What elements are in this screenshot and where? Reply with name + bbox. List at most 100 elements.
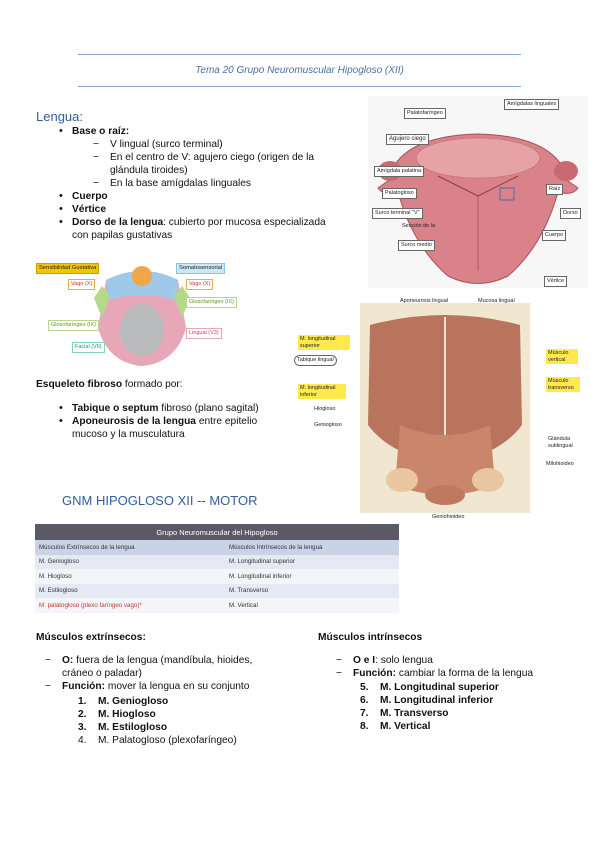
label-surco-terminal: Surco terminal "V"	[372, 208, 423, 219]
label-glosofaringeo-right: Glosofaríngeo (IX)	[186, 297, 237, 308]
table-cell: M. Longitudinal inferior	[224, 569, 399, 584]
base-sub-1: V lingual (surco terminal)	[93, 138, 362, 151]
label-vago-right: Vago (X)	[186, 279, 214, 290]
label-vago-left: Vago (X)	[68, 279, 96, 290]
gnm-title: GNM HIPOGLOSO XII -- MOTOR	[62, 493, 258, 508]
dorso-label: Dorso de la lengua	[72, 217, 164, 228]
lengua-dorso-cont: con papilas gustativas	[72, 230, 173, 241]
esqueleto-heading: Esqueleto fibroso formado por:	[36, 379, 183, 390]
intrinsecos-origen: O e I: solo lengua	[336, 654, 573, 667]
lengua-cuerpo-item: Cuerpo	[59, 190, 362, 203]
label-glandula-sublingual: Glándula sublingual	[548, 436, 573, 449]
label-facial: Facial (VII)	[72, 342, 105, 353]
list-item: 2.M. Hiogloso	[78, 709, 156, 720]
gnm-table: Grupo Neuromuscular del Hipogloso Múscul…	[35, 524, 399, 613]
lengua-dorso-item: Dorso de la lengua: cubierto por mucosa …	[59, 216, 362, 229]
lengua-list: Base o raíz: V lingual (surco terminal) …	[59, 125, 362, 242]
extrinsecos-title: Músculos extrínsecos:	[36, 632, 146, 643]
dorso-text: : cubierto por mucosa especializada	[163, 217, 326, 228]
label-cuerpo: Cuerpo	[542, 230, 567, 241]
tongue-section-illustration	[360, 303, 530, 513]
extrinsecos-funcion: Función: mover la lengua en su conjunto	[45, 680, 292, 693]
label-geniohioideo: Geniohioideo	[432, 514, 465, 520]
base-label: Base o raíz:	[72, 126, 130, 137]
base-sub-3: En la base amígdalas linguales	[93, 177, 362, 190]
label-dorso: Dorso	[560, 208, 581, 219]
label-seccion: Sección de la	[402, 223, 436, 229]
label-geniogloso: Geniogloso	[314, 422, 342, 428]
label-lingual: Lingual (V3)	[186, 328, 222, 339]
list-item: 5.M. Longitudinal superior	[360, 682, 499, 693]
table-cell: M. Estilogloso	[35, 583, 225, 598]
esqueleto-rest: formado por:	[122, 379, 183, 390]
table-cell: M. Hiogloso	[35, 569, 225, 584]
esqueleto-bold: Esqueleto fibroso	[36, 379, 123, 390]
label-mucosa-lingual: Mucosa lingual	[478, 298, 515, 304]
table-cell: M. palatogloso (plexo faríngeo vago)*	[35, 598, 225, 613]
esqueleto-list: Tabique o septum fibroso (plano sagital)…	[59, 402, 312, 441]
label-amigdala-palatina: Amígdala palatina	[374, 166, 425, 177]
table-header-extrinsecos: Músculos Extrínsecos de la lengua	[35, 540, 225, 555]
table-cell: M. Vertical	[224, 598, 399, 613]
intrinsecos-funcion: Función: cambiar la forma de la lengua	[336, 667, 573, 680]
label-glosofaringeo-left: Glosofaríngeo (IX)	[48, 320, 99, 331]
esqueleto-item-2-cont: mucoso y la musculatura	[72, 429, 185, 440]
label-agujero-ciego: Agujero ciego	[386, 134, 429, 145]
header-rule-top	[78, 54, 521, 55]
label-sensibilidad-gustativa: Sensibilidad Gustativa	[36, 263, 100, 274]
esqueleto-item-2: Aponeurosis de la lengua entre epitelio	[59, 415, 312, 428]
table-header-intrinsecos: Músculos Intrínsecos de la lengua	[224, 540, 399, 555]
extrinsecos-origen-cont: cráneo o paladar)	[62, 668, 142, 679]
label-vertice: Vértice	[544, 276, 568, 287]
list-item: 4.M. Palatogloso (plexofaríngeo)	[78, 735, 237, 746]
list-item: 6.M. Longitudinal inferior	[360, 695, 494, 706]
label-palatofaringeo: Palatofaríngeo	[404, 108, 446, 119]
intrinsecos-muscles: 5.M. Longitudinal superior 6.M. Longitud…	[360, 681, 580, 733]
label-aponeurosis-lingual: Aponeurosis lingual	[400, 298, 449, 304]
label-hiogloso: Hiogloso	[314, 406, 336, 412]
label-musculo-vertical: Músculo vertical	[546, 349, 578, 364]
lengua-title: Lengua:	[36, 109, 83, 124]
list-item: 1.M. Geniogloso	[78, 696, 169, 707]
label-amigdalas-linguales: Amígdalas linguales	[504, 99, 560, 110]
table-cell: M. Transverso	[224, 583, 399, 598]
list-item: 3.M. Estilogloso	[78, 722, 168, 733]
label-palatogloso: Palatogloso	[382, 188, 417, 199]
base-sub-list: V lingual (surco terminal) En el centro …	[72, 138, 362, 190]
taste-tongue-illustration	[94, 266, 190, 366]
lengua-vertice-item: Vértice	[59, 203, 362, 216]
page-header-title: Tema 20 Grupo Neuromuscular Hipogloso (X…	[195, 65, 404, 76]
table-cell: M. Geniogloso	[35, 554, 225, 569]
list-item: 7.M. Transverso	[360, 708, 449, 719]
extrinsecos-list: O: fuera de la lengua (mandíbula, hioide…	[45, 654, 292, 693]
esqueleto-item-1: Tabique o septum fibroso (plano sagital)	[59, 402, 312, 415]
vertice-label: Vértice	[72, 204, 106, 215]
label-raiz: Raíz	[546, 184, 564, 195]
tongue-section-figure: Aponeurosis lingual Mucosa lingual M. lo…	[290, 295, 580, 520]
label-milohioideo: Milohioideo	[546, 461, 574, 467]
lengua-base-item: Base o raíz:	[59, 125, 362, 138]
label-somatosensorial: Somatosensorial	[176, 263, 226, 274]
list-item: 8.M. Vertical	[360, 721, 431, 732]
label-musculo-transverso: Músculo transverso	[546, 377, 580, 392]
label-tabique-lingual: Tabique lingual	[294, 355, 337, 366]
table-title: Grupo Neuromuscular del Hipogloso	[35, 524, 399, 540]
table-row: M. palatogloso (plexo faríngeo vago)*M. …	[35, 598, 399, 613]
table-cell: M. Longitudinal superior	[224, 554, 399, 569]
label-longitudinal-superior: M. longitudinal superior	[298, 335, 350, 350]
base-sub-2-cont: glándula tiroides)	[110, 165, 188, 176]
label-longitudinal-inferior: M. longitudinal inferior	[298, 384, 346, 399]
cuerpo-label: Cuerpo	[72, 191, 108, 202]
extrinsecos-origen: O: fuera de la lengua (mandíbula, hioide…	[45, 654, 292, 667]
extrinsecos-muscles: 1.M. Geniogloso 2.M. Hiogloso 3.M. Estil…	[78, 695, 298, 747]
base-sub-2: En el centro de V: agujero ciego (origen…	[93, 151, 362, 164]
header-rule-bottom	[78, 86, 521, 87]
label-surco-medio: Surco medio	[398, 240, 435, 251]
intrinsecos-title: Músculos intrínsecos	[318, 632, 423, 643]
intrinsecos-list: O e I: solo lengua Función: cambiar la f…	[336, 654, 573, 680]
taste-innervation-figure: Sensibilidad Gustativa Somatosensorial V…	[36, 258, 248, 370]
tongue-dorsal-figure: Palatofaríngeo Amígdalas linguales Aguje…	[368, 96, 588, 288]
